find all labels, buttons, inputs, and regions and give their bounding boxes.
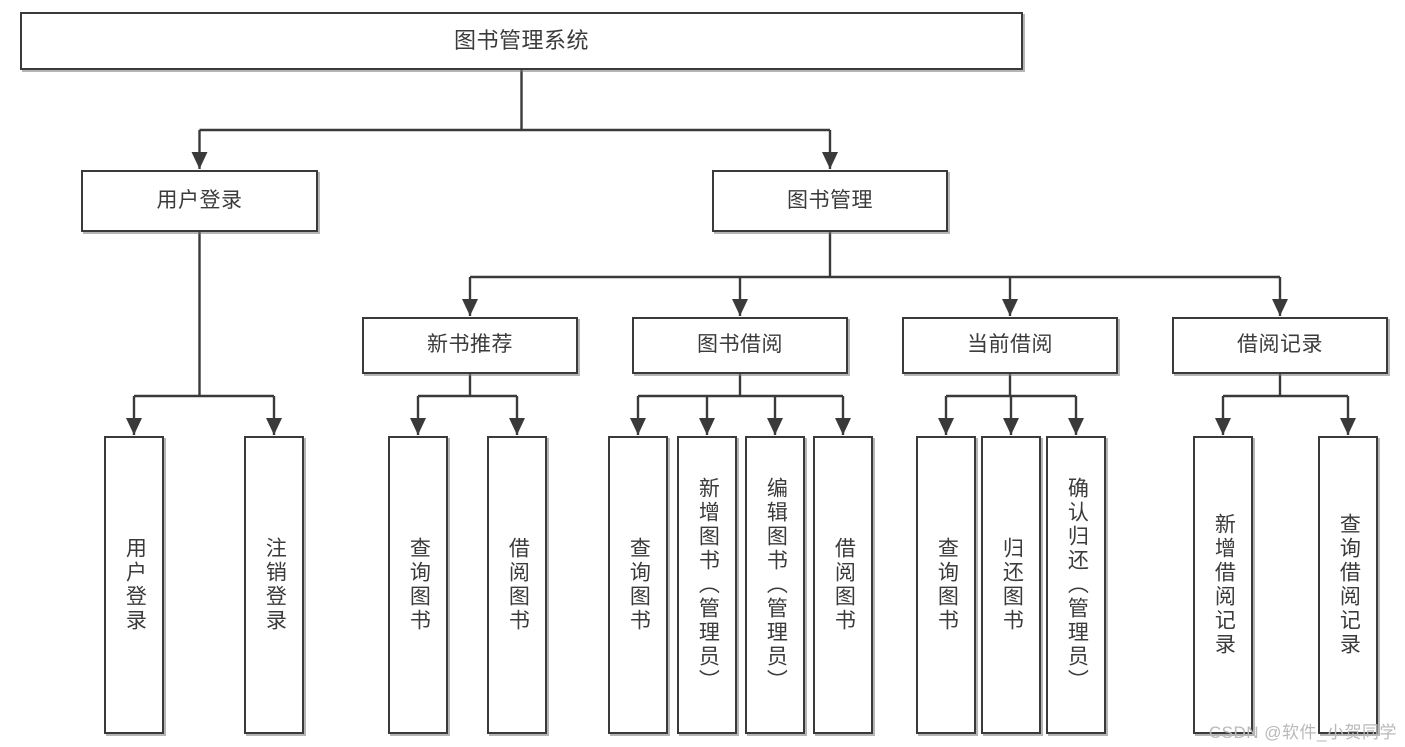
node-label: 用户登录 [123, 537, 147, 633]
node-l_q_book_2[interactable]: 查询图书 [608, 436, 668, 734]
node-label: 注销登录 [263, 537, 287, 633]
node-label: 图书管理系统 [453, 28, 589, 54]
node-label: 查询图书 [407, 537, 431, 633]
node-l_borrow_2[interactable]: 借阅图书 [813, 436, 873, 734]
node-l_login[interactable]: 用户登录 [104, 436, 164, 734]
arrowhead-l_conf_return [1068, 418, 1084, 435]
arrowhead-l_borrow_1 [509, 418, 525, 435]
node-l_edit_book[interactable]: 编辑图书（管理员） [745, 436, 805, 734]
node-l_add_book[interactable]: 新增图书（管理员） [677, 436, 737, 734]
node-label: 新书推荐 [427, 333, 513, 357]
watermark-label: CSDN @软件_小贺同学 [1208, 723, 1397, 742]
node-cur_borrow[interactable]: 当前借阅 [902, 317, 1118, 374]
node-root[interactable]: 图书管理系统 [20, 12, 1023, 70]
node-label: 确认归还（管理员） [1065, 477, 1089, 693]
node-l_q_book_1[interactable]: 查询图书 [388, 436, 448, 734]
node-l_add_log[interactable]: 新增借阅记录 [1193, 436, 1253, 734]
arrowhead-l_q_book_2 [630, 418, 646, 435]
arrowhead-l_edit_book [767, 418, 783, 435]
arrowhead-l_borrow_2 [835, 418, 851, 435]
node-label: 新增图书（管理员） [696, 477, 720, 693]
node-new_rec[interactable]: 新书推荐 [362, 317, 578, 374]
arrowhead-cur_borrow [1002, 299, 1018, 316]
arrowhead-l_return [1003, 418, 1019, 435]
node-l_conf_return[interactable]: 确认归还（管理员） [1046, 436, 1106, 734]
node-label: 当前借阅 [967, 333, 1053, 357]
node-label: 归还图书 [1000, 537, 1024, 633]
arrowhead-l_q_book_1 [410, 418, 426, 435]
arrowhead-new_rec [462, 299, 478, 316]
node-l_return[interactable]: 归还图书 [981, 436, 1041, 734]
arrowhead-l_login [126, 418, 142, 435]
node-label: 图书借阅 [697, 333, 783, 357]
node-user_login[interactable]: 用户登录 [81, 170, 318, 232]
arrowhead-borrow_log [1272, 299, 1288, 316]
arrowhead-l_q_book_3 [938, 418, 954, 435]
node-l_q_log[interactable]: 查询借阅记录 [1318, 436, 1378, 734]
node-label: 查询图书 [627, 537, 651, 633]
arrowhead-book_mgmt [822, 152, 838, 169]
arrowhead-l_logout [266, 418, 282, 435]
node-label: 图书管理 [787, 188, 873, 212]
node-label: 用户登录 [156, 188, 243, 212]
node-label: 借阅图书 [832, 537, 856, 633]
node-label: 新增借阅记录 [1212, 513, 1236, 657]
node-book_mgmt[interactable]: 图书管理 [712, 170, 948, 232]
node-l_borrow_1[interactable]: 借阅图书 [487, 436, 547, 734]
arrowhead-book_borrow [732, 299, 748, 316]
arrowhead-l_add_log [1215, 418, 1231, 435]
node-borrow_log[interactable]: 借阅记录 [1172, 317, 1388, 374]
node-l_logout[interactable]: 注销登录 [244, 436, 304, 734]
arrowhead-l_add_book [699, 418, 715, 435]
node-label: 查询图书 [935, 537, 959, 633]
node-book_borrow[interactable]: 图书借阅 [632, 317, 848, 374]
node-label: 编辑图书（管理员） [764, 477, 788, 693]
node-l_q_book_3[interactable]: 查询图书 [916, 436, 976, 734]
arrowhead-user_login [191, 152, 208, 169]
node-label: 借阅图书 [506, 537, 530, 633]
arrowhead-l_q_log [1340, 418, 1356, 435]
node-label: 查询借阅记录 [1337, 513, 1361, 657]
node-label: 借阅记录 [1237, 333, 1323, 357]
